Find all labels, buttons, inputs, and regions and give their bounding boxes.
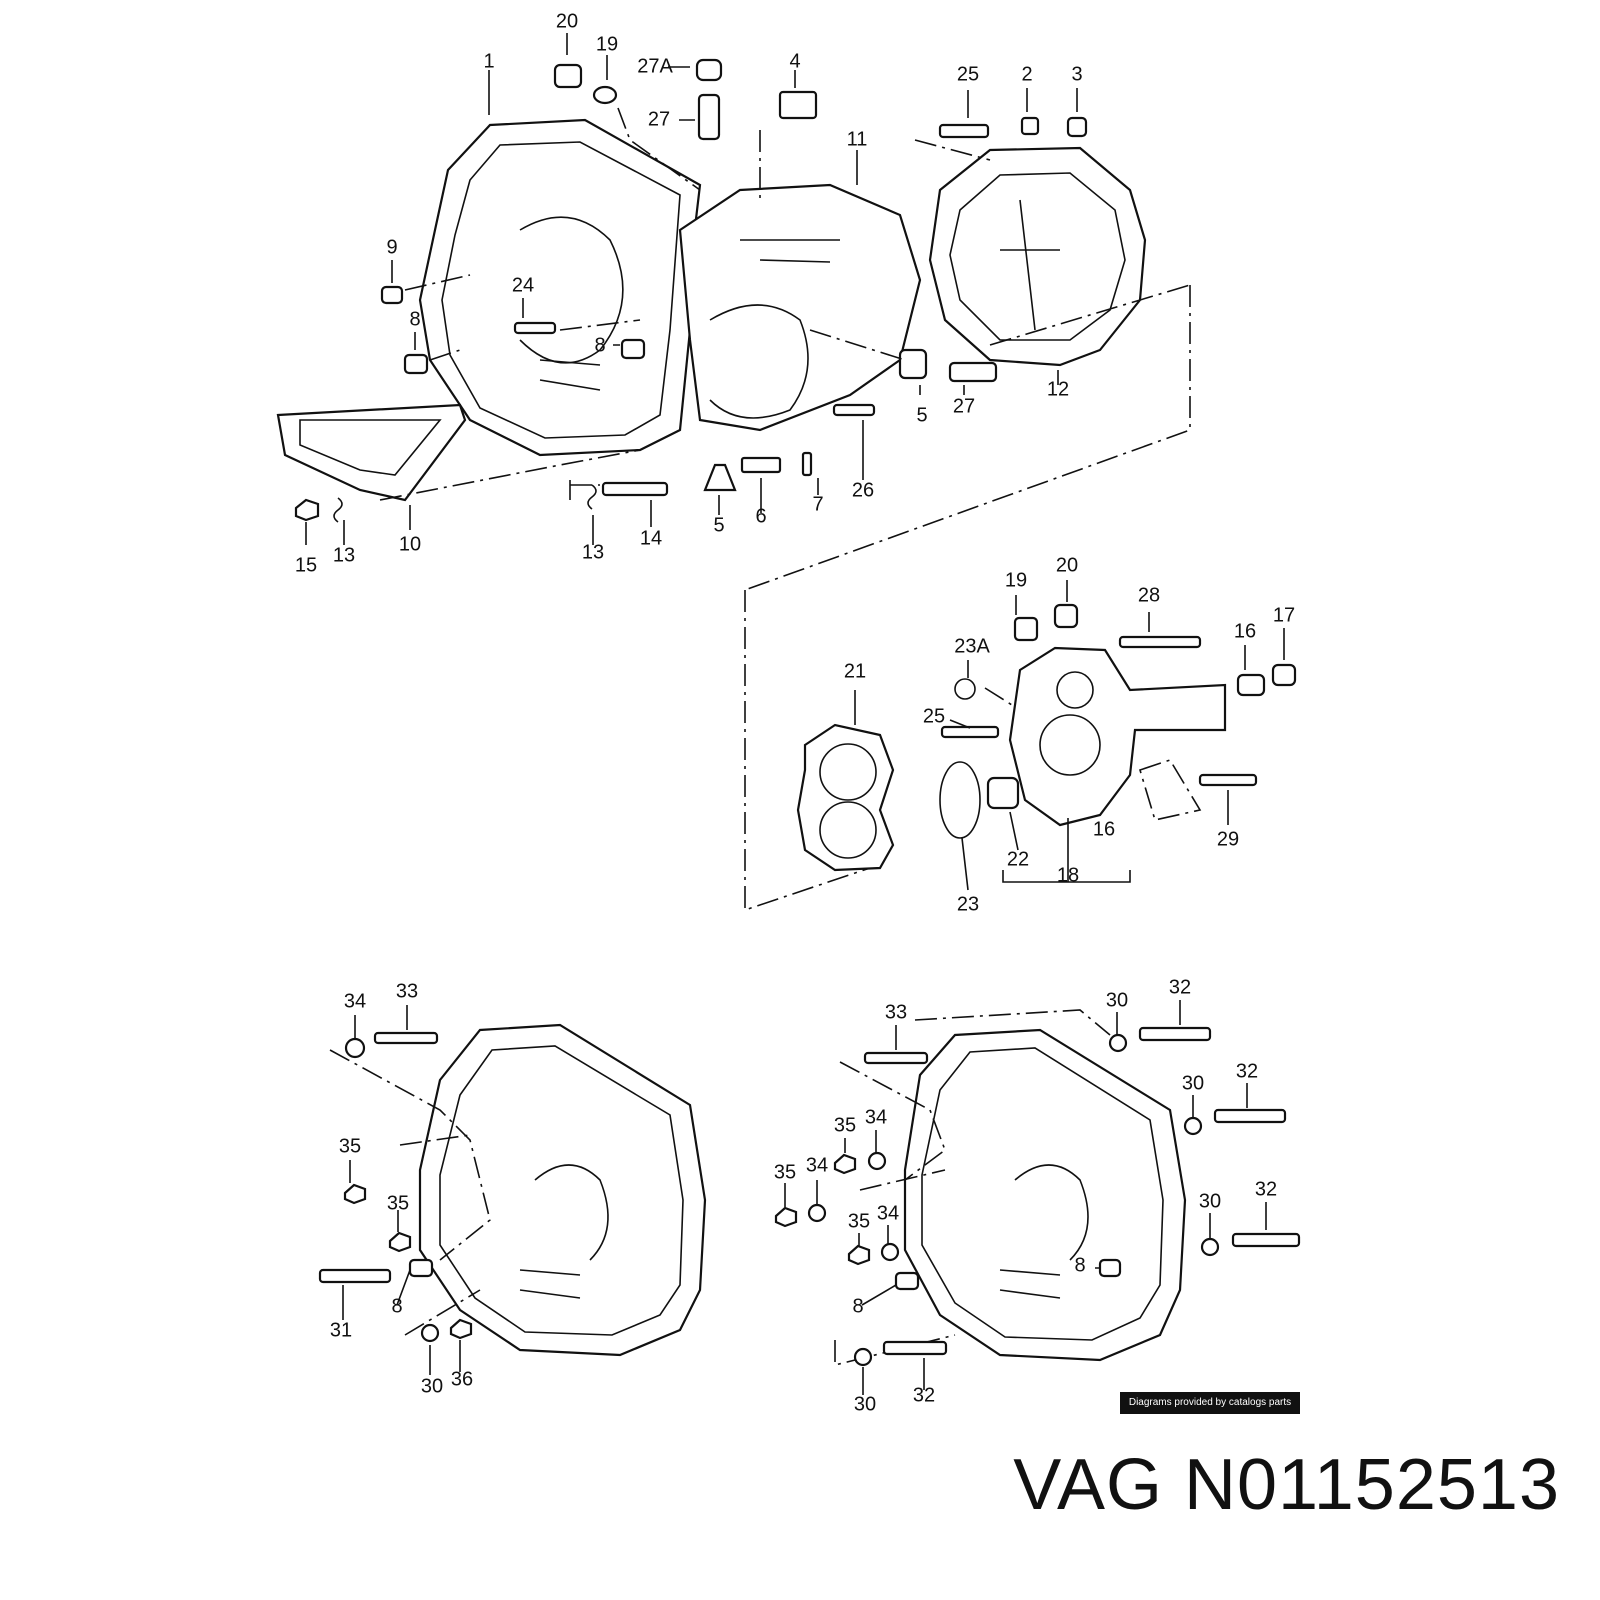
callout-label: 31 <box>330 1319 352 1341</box>
cover-drawing <box>1008 646 1227 827</box>
callout-label: 15 <box>295 554 317 576</box>
callout-label: 33 <box>885 1001 907 1023</box>
callout-label: 14 <box>640 527 662 549</box>
middle-assembly: 19 20 28 16 17 23A 21 25 22 18 16 23 29 <box>744 554 1297 915</box>
callout-label: 28 <box>1138 584 1160 606</box>
rear-case-drawing <box>928 146 1147 367</box>
bottom-right-housing-drawing <box>903 1028 1187 1362</box>
bottom-left-assembly: 34 33 35 35 31 8 30 36 <box>318 980 707 1397</box>
callout-label: 32 <box>1236 1060 1258 1082</box>
callout-label: 9 <box>386 236 397 258</box>
callout-label: 20 <box>1056 554 1078 576</box>
callout-label: 34 <box>806 1154 828 1176</box>
callout-label: 30 <box>1182 1072 1204 1094</box>
callout-label: 3 <box>1071 63 1082 85</box>
callout-label: 16 <box>1234 620 1256 642</box>
callout-label: 7 <box>812 493 823 515</box>
callout-label: 19 <box>1005 569 1027 591</box>
callout-label: 4 <box>789 50 800 72</box>
callout-label: 5 <box>713 514 724 536</box>
callout-label: 30 <box>854 1393 876 1415</box>
bottom-right-assembly: 33 30 32 30 32 35 34 35 34 35 34 30 32 8 8 30 32 <box>774 976 1301 1415</box>
callout-label: 30 <box>421 1375 443 1397</box>
callout-label: 35 <box>834 1114 856 1136</box>
callout-label: 32 <box>1169 976 1191 998</box>
callout-label: 8 <box>594 334 605 356</box>
callout-label: 36 <box>451 1368 473 1390</box>
callout-label: 27 <box>648 108 670 130</box>
callout-label: 8 <box>852 1295 863 1317</box>
plate-drawing <box>276 403 467 502</box>
callout-label: 8 <box>391 1295 402 1317</box>
callout-label: 18 <box>1057 864 1079 886</box>
top-labels: 20 19 27A 27 4 1 25 2 3 11 9 24 8 8 5 27 12 26 10 13 13 14 5 6 7… <box>295 10 1083 576</box>
callout-label: 10 <box>399 533 421 555</box>
callout-label: 30 <box>1199 1190 1221 1212</box>
credit-banner: Diagrams provided by catalogs parts <box>1120 1392 1300 1414</box>
callout-label: 2 <box>1021 63 1032 85</box>
bottom-left-housing-drawing <box>418 1023 707 1357</box>
callout-label: 25 <box>957 63 979 85</box>
callout-label: 23A <box>954 635 990 657</box>
callout-label: 1 <box>483 50 494 72</box>
callout-label: 22 <box>1007 848 1029 870</box>
top-assembly: 20 19 27A 27 4 1 25 2 3 11 9 24 8 8 5 27 12 26 10 13 13 14 5 6 7… <box>276 10 1191 591</box>
callout-label: 5 <box>916 404 927 426</box>
callout-label: 35 <box>339 1135 361 1157</box>
callout-label: 34 <box>865 1106 887 1128</box>
callout-label: 13 <box>333 544 355 566</box>
callout-label: 35 <box>387 1192 409 1214</box>
callout-label: 24 <box>512 274 534 296</box>
callout-label: 21 <box>844 660 866 682</box>
callout-label: 34 <box>344 990 366 1012</box>
callout-label: 8 <box>1074 1254 1085 1276</box>
callout-label: 25 <box>923 705 945 727</box>
callout-label: 16 <box>1093 818 1115 840</box>
callout-label: 19 <box>596 33 618 55</box>
bell-housing-drawing <box>418 118 702 457</box>
callout-label: 27A <box>637 55 673 77</box>
callout-label: 35 <box>774 1161 796 1183</box>
callout-label: 33 <box>396 980 418 1002</box>
part-number-caption: VAG N01152513 <box>1013 1445 1560 1525</box>
callout-label: 12 <box>1047 378 1069 400</box>
gasket-drawing <box>796 723 895 872</box>
callout-label: 26 <box>852 479 874 501</box>
callout-label: 23 <box>957 893 979 915</box>
callout-label: 27 <box>953 395 975 417</box>
callout-label: 17 <box>1273 604 1295 626</box>
callout-label: 32 <box>1255 1178 1277 1200</box>
callout-label: 13 <box>582 541 604 563</box>
callout-label: 8 <box>409 308 420 330</box>
callout-label: 34 <box>877 1202 899 1224</box>
middle-labels: 19 20 28 16 17 23A 21 25 22 18 16 23 29 <box>844 554 1295 915</box>
callout-label: 29 <box>1217 828 1239 850</box>
callout-label: 20 <box>556 10 578 32</box>
bottom-left-labels: 34 33 35 35 31 8 30 36 <box>330 980 473 1397</box>
bottom-right-labels: 33 30 32 30 32 35 34 35 34 35 34 30 32 8 8 30 32 <box>774 976 1277 1415</box>
callout-label: 35 <box>848 1210 870 1232</box>
callout-label: 11 <box>847 128 868 150</box>
callout-label: 30 <box>1106 989 1128 1011</box>
callout-label: 6 <box>755 505 766 527</box>
callout-label: 32 <box>913 1384 935 1406</box>
